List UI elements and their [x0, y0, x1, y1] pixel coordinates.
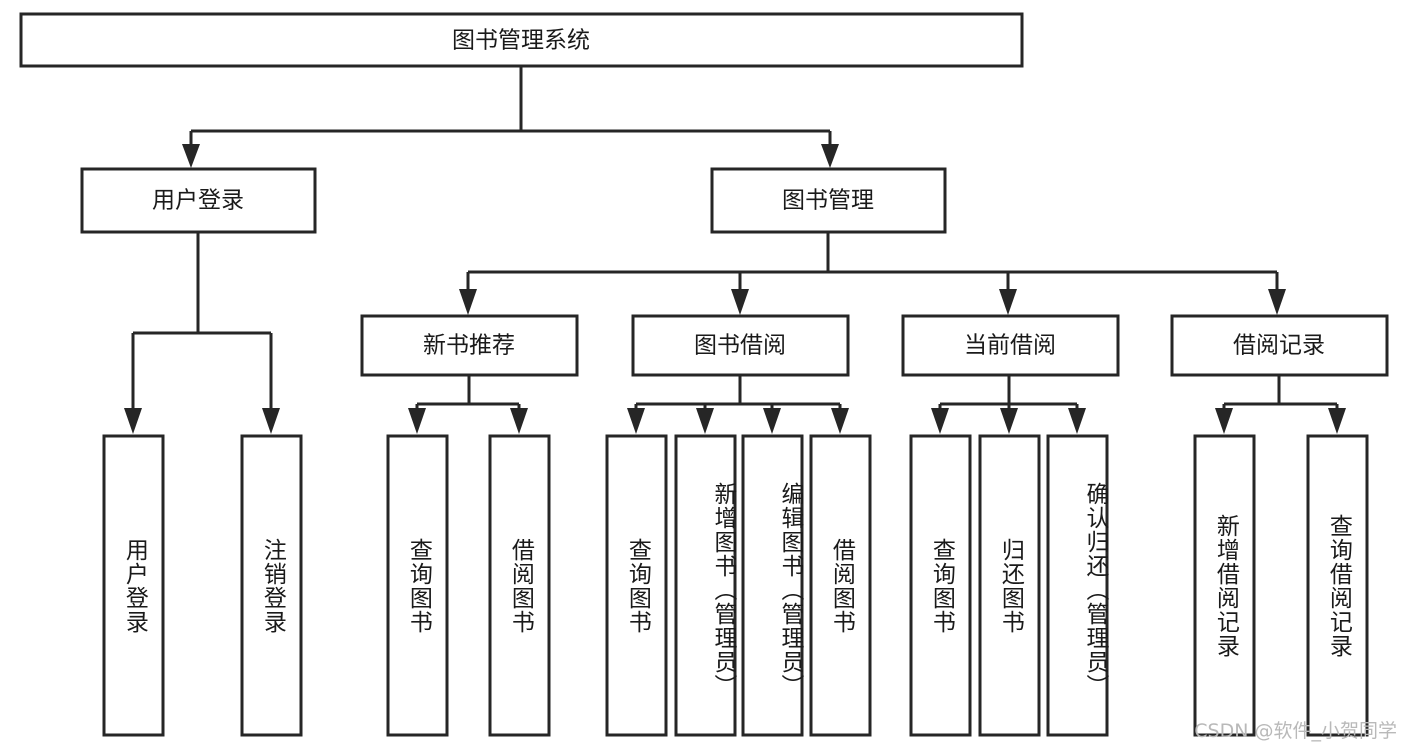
- arrow-bookmgmt-c2: [731, 289, 749, 315]
- node-box-leaf-logout[interactable]: [240, 434, 303, 737]
- arrow-root-to-userlogin: [182, 144, 200, 168]
- node-box-leaf-return-book[interactable]: [978, 434, 1041, 737]
- node-box-leaf-query-book-current[interactable]: [909, 434, 972, 737]
- arrow-borrowrecord-l1: [1215, 408, 1233, 434]
- node-box-leaf-add-book[interactable]: [674, 434, 737, 737]
- arrow-root-to-bookmgmt: [821, 144, 839, 168]
- node-box-borrow-record[interactable]: [1170, 314, 1389, 377]
- arrow-currentborrow-l1: [931, 408, 949, 434]
- node-box-leaf-confirm-return[interactable]: [1046, 434, 1109, 737]
- node-label-user-login: 用户登录: [152, 188, 244, 214]
- node-box-book-borrow[interactable]: [631, 314, 850, 377]
- node-box-book-management[interactable]: [710, 167, 947, 234]
- node-box-leaf-add-borrow-record[interactable]: [1193, 434, 1256, 737]
- arrow-bookmgmt-c1: [459, 289, 477, 315]
- node-label-current-borrow: 当前借阅: [964, 333, 1056, 359]
- arrow-bookborrow-l3: [763, 408, 781, 434]
- arrow-bookborrow-l1: [627, 408, 645, 434]
- node-box-leaf-borrow-book-new[interactable]: [488, 434, 551, 737]
- arrow-newbook-l2: [510, 408, 528, 434]
- arrow-bookmgmt-c3: [999, 289, 1017, 315]
- node-box-leaf-borrow-book[interactable]: [809, 434, 872, 737]
- nodes-layer: 图书管理系统 用户登录 图书管理 新书推荐 图书借阅 当前借阅 借阅记录: [19, 12, 1389, 737]
- node-box-new-book-recommend[interactable]: [360, 314, 579, 377]
- node-box-leaf-query-book-borrow[interactable]: [605, 434, 668, 737]
- node-label-borrow-record: 借阅记录: [1233, 333, 1325, 359]
- arrow-bookborrow-l4: [831, 408, 849, 434]
- arrow-newbook-l1: [408, 408, 426, 434]
- arrow-userlogin-l1: [124, 408, 142, 434]
- arrow-borrowrecord-l2: [1328, 408, 1346, 434]
- node-label-new-book-recommend: 新书推荐: [423, 333, 515, 359]
- arrow-bookmgmt-c4: [1268, 289, 1286, 315]
- arrow-userlogin-l2: [262, 408, 280, 434]
- node-box-leaf-query-borrow-record[interactable]: [1306, 434, 1369, 737]
- node-box-current-borrow[interactable]: [901, 314, 1120, 377]
- edges-layer: [124, 66, 1346, 434]
- node-label-book-borrow: 图书借阅: [694, 333, 786, 359]
- arrow-currentborrow-l3: [1068, 408, 1086, 434]
- arrow-bookborrow-l2: [696, 408, 714, 434]
- arrow-currentborrow-l2: [1000, 408, 1018, 434]
- node-label-root: 图书管理系统: [452, 28, 590, 54]
- node-box-leaf-edit-book[interactable]: [741, 434, 804, 737]
- csdn-watermark: CSDN @软件_小贺同学: [1194, 720, 1397, 742]
- node-box-leaf-user-login[interactable]: [102, 434, 165, 737]
- node-box-root[interactable]: [19, 12, 1024, 68]
- node-box-leaf-query-book-new[interactable]: [386, 434, 449, 737]
- node-label-book-management: 图书管理: [782, 188, 874, 214]
- node-box-user-login[interactable]: [80, 167, 317, 234]
